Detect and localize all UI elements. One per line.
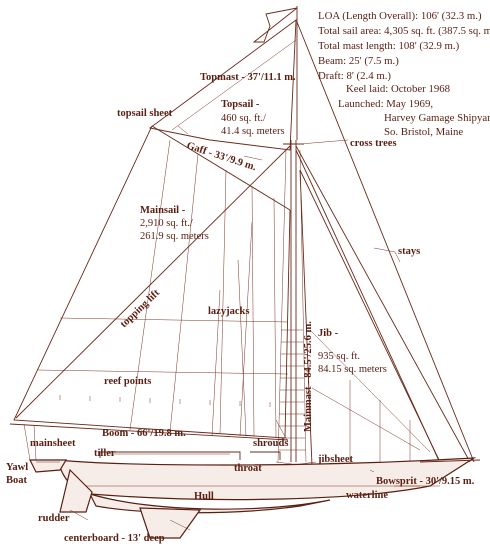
label-centerboard: centerboard - 13' deep [64,533,165,544]
label-jib-name: Jib - [318,328,339,339]
label-boat: Boat [6,475,28,486]
spec-beam: Beam: 25' (7.5 m.) [318,55,399,67]
yawl-boat [29,459,68,473]
label-pointers [69,125,420,531]
mainsheet-line [23,423,37,461]
history-keel-laid: Keel laid: October 1968 [346,83,450,95]
label-throat: throat [234,463,262,474]
jib-sail [299,169,441,467]
history-location: So. Bristol, Maine [384,126,463,138]
label-cross-trees: cross trees [350,138,397,149]
label-topsail-sheet: topsail sheet [117,108,173,119]
gaff-spar [151,125,291,211]
spec-loa: LOA (Length Overall): 106' (32.3 m.) [318,10,482,22]
inner-stay [295,145,471,463]
label-mainsail-area2: 261.9 sq. meters [140,231,209,242]
deckhouse [99,451,281,460]
label-mainmast: Mainmast - 84.5'/25.6 m. [303,321,314,432]
topsail-seam [171,39,297,131]
label-topsail-area1: 460 sq. ft./ [221,113,266,124]
pennant-flag [252,7,298,43]
label-topsail-area2: 41.4 sq. meters [221,126,285,137]
label-yawl: Yawl [6,462,28,473]
reef-point-marks [59,395,271,407]
mainsail [13,125,291,439]
label-reef-points: reef points [104,376,151,387]
centerboard-plate [139,507,202,539]
label-rudder: rudder [38,513,70,524]
rudder-blade [59,468,93,513]
label-topsail-name: Topsail - [221,99,260,110]
spec-mast-length: Total mast length: 108' (32.9 m.) [318,40,460,52]
label-topmast: Topmast - 37'/11.1 m. [200,72,296,83]
label-mainsail-area1: 2,910 sq. ft./ [140,218,193,229]
label-lazyjacks: lazyjacks [208,306,249,317]
spec-draft: Draft: 8' (2.4 m.) [318,70,391,82]
jib-stay [295,149,441,464]
topping-lift [15,145,291,419]
label-shrouds: shrouds [253,438,288,449]
label-jib-area2: 84.15 sq. meters [318,364,387,375]
ratlines [279,329,306,451]
label-mainsail-name: Mainsail - [140,205,186,216]
label-mainsheet: mainsheet [30,438,76,449]
label-tiller: tiller [94,448,116,459]
topsail [148,19,297,151]
history-shipyard: Harvey Gamage Shipyard, [384,112,490,124]
jib-seams [309,329,431,466]
spec-sail-area: Total sail area: 4,305 sq. ft. (387.5 sq… [318,25,490,37]
label-jib-area1: 935 sq. ft. [318,351,360,362]
shroud-ladder [277,149,287,463]
label-bowsprit: Bowsprit - 30'/9.15 m. [376,476,475,487]
label-boom: Boom - 66'/19.8 m. [102,428,186,439]
history-launched: Launched: May 1969, [338,98,433,110]
label-hull: Hull [194,491,214,502]
label-jibsheet: jibsheet [317,454,354,465]
lazyjacks [211,221,253,437]
label-stays: stays [398,246,420,257]
boom-spar [9,423,289,441]
forestay [296,21,475,463]
bowsprit-spar [419,459,481,463]
label-topping-lift: topping lift [118,287,162,330]
label-waterline: waterline [346,490,388,501]
stays-pointer [373,247,401,263]
